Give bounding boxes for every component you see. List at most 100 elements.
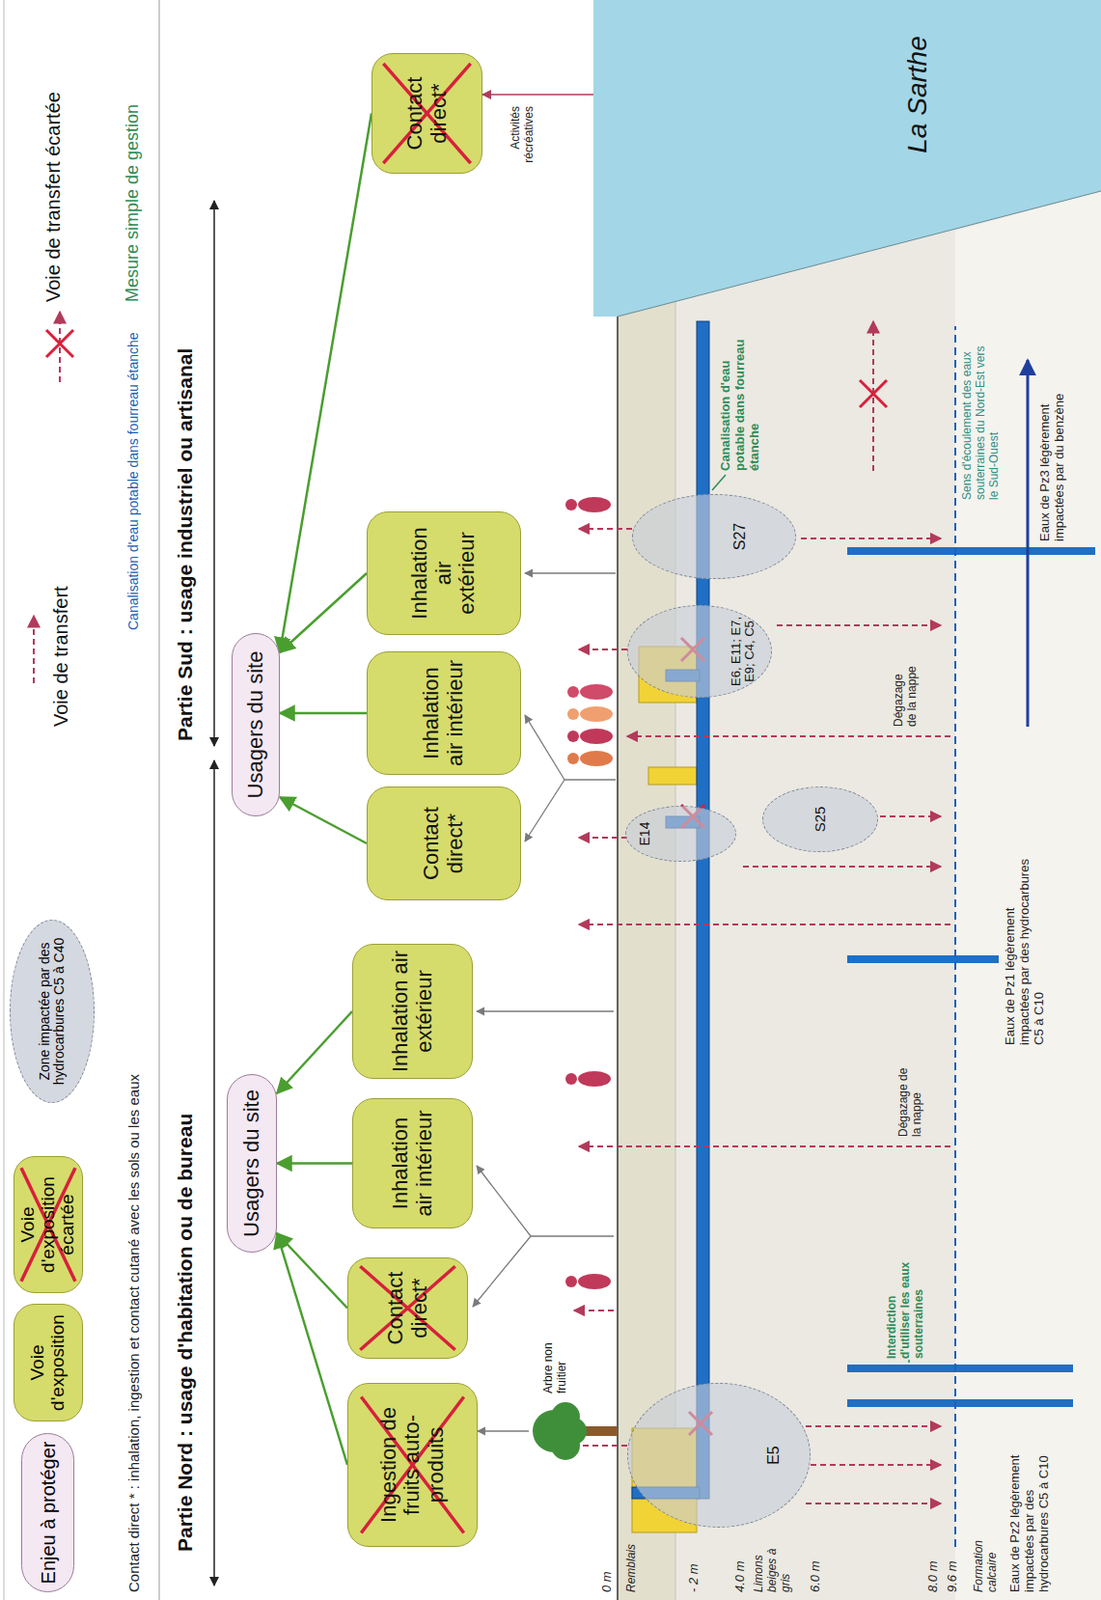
transfer-arrow (578, 836, 628, 839)
connector (279, 797, 367, 844)
person-head (565, 1275, 578, 1288)
person-body (578, 496, 611, 513)
zone-extent-arrow (213, 200, 216, 746)
box-label: Usagers du site (240, 1089, 265, 1238)
annotation-label: Eaux de Pz1 légèrement impactées par des… (1003, 852, 1047, 1046)
box-label: Contact direct* (403, 59, 451, 167)
degassing-arrow (578, 1145, 951, 1148)
exposure-line (530, 1235, 614, 1237)
box-label: Ingestion de fruits auto-produits (377, 1389, 449, 1541)
exposure-line (472, 1236, 531, 1307)
transfer-arrow (880, 815, 941, 818)
degassing-arrow (578, 923, 951, 926)
exposure-line (476, 1010, 614, 1012)
legend-text: Voie de transfert (50, 562, 73, 727)
box-label: Contact direct* (384, 1264, 432, 1352)
legend-text: Voie d'exposition écartée (18, 1160, 80, 1289)
exposure-box: Inhalation air intérieur (366, 651, 522, 775)
person-head (567, 730, 579, 743)
person-head (565, 1073, 578, 1085)
connector (276, 1161, 353, 1165)
exposure-line (564, 778, 616, 780)
legend-text: Mesure simple de gestion (122, 22, 143, 303)
legend-separator (159, 0, 161, 1600)
groundwater-flow-arrow (1026, 359, 1030, 727)
transfer-arrow (574, 1309, 614, 1312)
piezometer-pz1 (847, 955, 999, 964)
tree-drawing (528, 1395, 618, 1465)
legend-transfer-excluded-sample (58, 311, 61, 383)
connector (276, 1233, 348, 1309)
exposure-box: Inhalation air extérieur (352, 943, 473, 1079)
connector (279, 712, 367, 716)
person-body (579, 684, 613, 700)
piezometer-pz3 (847, 547, 1096, 555)
annotation-label: 6.0 m (808, 1543, 824, 1593)
river-name: La Sarthe (902, 35, 933, 153)
connector (279, 113, 372, 654)
legend-text: Voie d'exposition (27, 1308, 69, 1417)
exposure-box: Contact direct* (347, 1257, 468, 1359)
impacted-zone: E14 (625, 805, 737, 862)
impacted-zone: S27 (632, 494, 797, 579)
impacted-zone: E5 (627, 1382, 811, 1528)
legend-transfer-sample (32, 615, 35, 684)
legend-text: Voie de transfert écartée (42, 22, 65, 303)
sample-ids: S25 (812, 806, 829, 833)
person-head (567, 752, 579, 765)
legend-swatch: Voie d'exposition (13, 1303, 83, 1422)
legend-text: Canalisation d'eau potable dans fourreau… (125, 311, 141, 631)
annotation-label: Partie Sud : usage industriel ou artisan… (173, 200, 197, 742)
legend-swatch: Voie d'exposition écartée (13, 1156, 83, 1294)
exposure-box: Inhalation air intérieur (352, 1098, 473, 1229)
cross-mark (859, 380, 887, 408)
transfer-arrow (776, 624, 941, 627)
sample-ids: E5 (765, 1445, 783, 1465)
exposure-line (476, 1165, 531, 1237)
river-region: La Sarthe (593, 0, 1101, 190)
stakeholder-box: Usagers du site (231, 633, 280, 817)
transfer-arrow (578, 527, 633, 530)
person-head (567, 708, 579, 720)
person-head (567, 686, 579, 698)
impacted-zone: S25 (762, 786, 879, 853)
annotation-label: Contact direct * : inhalation, ingestion… (125, 993, 142, 1593)
building-sud (648, 767, 697, 785)
annotation-label: Sens d'écoulement des eaux souterraines … (961, 335, 1001, 500)
annotation-label: 0 m (600, 1543, 615, 1593)
calcaire-layer (955, 191, 1101, 1600)
sample-ids: E6, E11; E7, E9; C4, C5 (729, 611, 758, 691)
exposure-box: Contact direct* (366, 786, 522, 901)
leader-line (712, 474, 726, 491)
annotation-label: Limons beiges à gris (752, 1530, 793, 1593)
connector (279, 573, 367, 653)
person-body (579, 728, 613, 744)
piezometer-pz2 (847, 1399, 1074, 1407)
legend-swatch: Zone impactée par des hydrocarbures C5 à… (9, 919, 95, 1103)
annotation-label: Canalisation d'eau potable dans fourreau… (718, 330, 763, 471)
person-head (565, 498, 578, 511)
exposure-box: Inhalation air extérieur (366, 511, 522, 635)
cross-mark (46, 330, 74, 358)
legend-text: Enjeu à protéger (37, 1441, 59, 1585)
transfer-arrow (578, 648, 628, 651)
annotation-label: Partie Nord : usage d'habitation ou de b… (173, 779, 197, 1552)
box-label: Inhalation air extérieur (388, 950, 437, 1073)
annotation-label: 4.0 m (733, 1539, 748, 1593)
zone-extent-arrow (213, 760, 216, 1586)
annotation-label: - 2 m (687, 1543, 702, 1593)
connector (276, 1233, 348, 1465)
river-bank (593, 188, 1101, 317)
ground-surface (616, 316, 619, 1600)
annotation-label: Dégazage de la nappe (892, 664, 920, 727)
box-label: Usagers du site (244, 651, 269, 799)
legend-swatch: Enjeu à protéger (21, 1432, 75, 1593)
exposure-line (524, 715, 565, 780)
connector (482, 93, 594, 96)
piezometer-pz2 (847, 1364, 1074, 1373)
sample-ids: E14 (637, 822, 654, 847)
exposure-line (524, 779, 565, 842)
connector (276, 1011, 353, 1094)
exposure-box: Ingestion de fruits auto-produits (347, 1382, 478, 1547)
